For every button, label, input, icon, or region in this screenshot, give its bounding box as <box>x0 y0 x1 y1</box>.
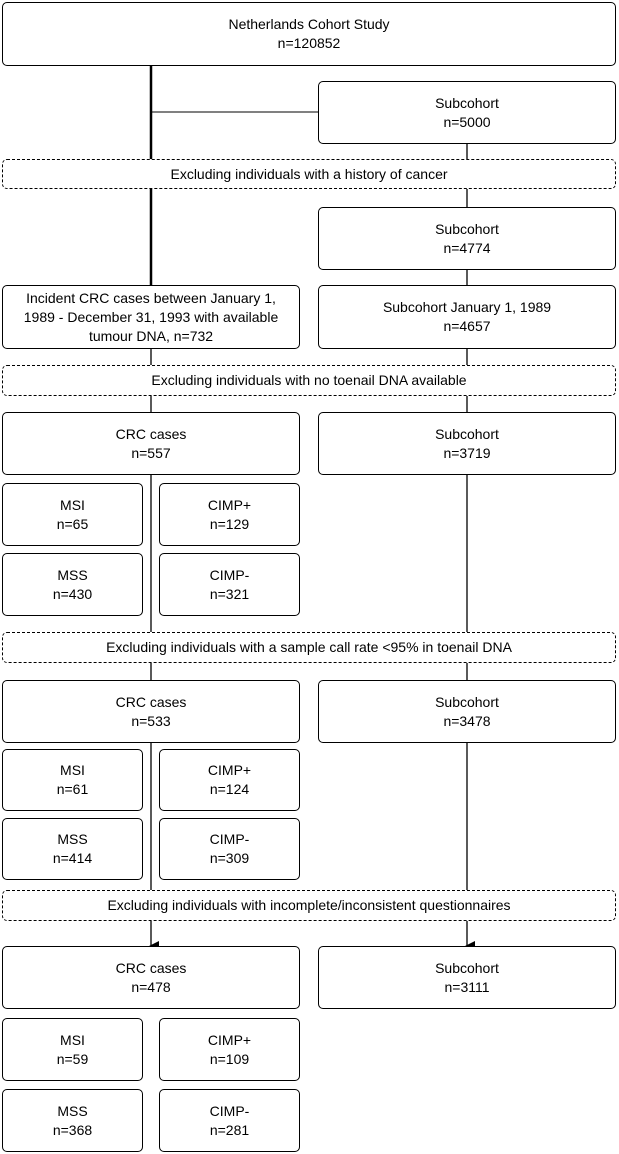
subcohort-3478-box: Subcohort n=3478 <box>318 680 616 743</box>
cimp-neg-281-title: CIMP- <box>209 1102 250 1119</box>
mss-368-count: n=368 <box>52 1121 93 1138</box>
cohort-box: Netherlands Cohort Study n=120852 <box>2 2 616 66</box>
initial-subcohort-title: Subcohort <box>435 94 499 111</box>
cohort-title: Netherlands Cohort Study <box>228 16 390 32</box>
cimp-neg-309-count: n=309 <box>209 850 250 866</box>
msi-59-title: MSI <box>60 1031 85 1048</box>
crc-cases-533-box: CRC cases n=533 <box>2 680 300 743</box>
subcohort-3478-title: Subcohort <box>435 693 499 710</box>
mss-368-box: MSS n=368 <box>2 1089 143 1152</box>
subcohort-3111-box: Subcohort n=3111 <box>318 946 616 1009</box>
crc-cases-557-count: n=557 <box>131 444 171 461</box>
crc-cases-533-count: n=533 <box>131 712 171 729</box>
cimp-neg-309-title: CIMP- <box>209 831 250 847</box>
subcohort-3719-title: Subcohort <box>435 425 499 442</box>
cimp-neg-281-box: CIMP- n=281 <box>159 1089 300 1152</box>
msi-65-count: n=65 <box>56 515 89 532</box>
subcohort-3111-count: n=3111 <box>444 978 490 995</box>
subcohort-4774-title: Subcohort <box>435 220 499 237</box>
mss-414-title: MSS <box>57 831 88 847</box>
crc-cases-478-count: n=478 <box>131 978 171 995</box>
crc-cases-533-title: CRC cases <box>115 693 187 710</box>
cimp-pos-124-box: CIMP+ n=124 <box>159 749 300 811</box>
subcohort-4774-box: Subcohort n=4774 <box>318 207 616 270</box>
cimp-pos-109-box: CIMP+ n=109 <box>159 1018 300 1081</box>
cimp-pos-129-box: CIMP+ n=129 <box>159 483 300 546</box>
subcohort-1989-title: Subcohort January 1, 1989 <box>382 299 552 315</box>
msi-59-box: MSI n=59 <box>2 1018 143 1081</box>
incident-cases-line-1: Incident CRC cases between January 1, <box>26 289 276 306</box>
incident-cases-line-3: tumour DNA, n=732 <box>88 327 214 344</box>
subcohort-4774-count: n=4774 <box>443 239 491 256</box>
msi-61-count: n=61 <box>56 781 89 797</box>
exclusion-call-rate-box: Excluding individuals with a sample call… <box>2 632 616 663</box>
subcohort-3719-box: Subcohort n=3719 <box>318 412 616 475</box>
cimp-pos-124-title: CIMP+ <box>207 762 252 778</box>
cimp-neg-321-box: CIMP- n=321 <box>159 553 300 616</box>
exclusion-toenail-dna-text: Excluding individuals with no toenail DN… <box>151 372 467 388</box>
msi-61-box: MSI n=61 <box>2 749 143 811</box>
crc-cases-478-title: CRC cases <box>115 959 187 976</box>
incident-cases-line-2: 1989 - December 31, 1993 with available <box>23 308 279 325</box>
mss-430-count: n=430 <box>52 585 93 602</box>
crc-cases-557-title: CRC cases <box>115 425 187 442</box>
cimp-pos-129-count: n=129 <box>209 515 250 532</box>
cimp-pos-109-title: CIMP+ <box>207 1031 252 1048</box>
crc-cases-478-box: CRC cases n=478 <box>2 946 300 1009</box>
cimp-neg-321-count: n=321 <box>209 585 250 602</box>
cohort-count: n=120852 <box>277 35 341 51</box>
cimp-pos-109-count: n=109 <box>209 1050 250 1067</box>
incident-cases-box: Incident CRC cases between January 1, 19… <box>2 285 300 349</box>
subcohort-3111-title: Subcohort <box>435 959 499 976</box>
cimp-neg-281-count: n=281 <box>209 1121 250 1138</box>
subcohort-1989-box: Subcohort January 1, 1989 n=4657 <box>318 285 616 349</box>
msi-59-count: n=59 <box>56 1050 89 1067</box>
crc-cases-557-box: CRC cases n=557 <box>2 412 300 475</box>
exclusion-cancer-history-text: Excluding individuals with a history of … <box>170 165 448 182</box>
mss-414-count: n=414 <box>52 850 93 866</box>
mss-430-title: MSS <box>57 566 88 583</box>
cimp-neg-321-title: CIMP- <box>209 566 250 583</box>
exclusion-cancer-history-box: Excluding individuals with a history of … <box>2 159 616 189</box>
exclusion-questionnaires-text: Excluding individuals with incomplete/in… <box>107 897 511 913</box>
mss-414-box: MSS n=414 <box>2 818 143 880</box>
initial-subcohort-count: n=5000 <box>443 113 491 130</box>
subcohort-3719-count: n=3719 <box>443 444 491 461</box>
msi-65-box: MSI n=65 <box>2 483 143 546</box>
subcohort-3478-count: n=3478 <box>443 712 491 729</box>
mss-368-title: MSS <box>57 1102 88 1119</box>
cimp-pos-124-count: n=124 <box>209 781 250 797</box>
subcohort-1989-count: n=4657 <box>443 318 491 334</box>
msi-65-title: MSI <box>60 496 85 513</box>
exclusion-toenail-dna-box: Excluding individuals with no toenail DN… <box>2 365 616 396</box>
exclusion-call-rate-text: Excluding individuals with a sample call… <box>106 639 512 655</box>
cimp-pos-129-title: CIMP+ <box>207 496 252 513</box>
cimp-neg-309-box: CIMP- n=309 <box>159 818 300 880</box>
mss-430-box: MSS n=430 <box>2 553 143 616</box>
msi-61-title: MSI <box>60 762 85 778</box>
initial-subcohort-box: Subcohort n=5000 <box>318 81 616 144</box>
exclusion-questionnaires-box: Excluding individuals with incomplete/in… <box>2 890 616 921</box>
